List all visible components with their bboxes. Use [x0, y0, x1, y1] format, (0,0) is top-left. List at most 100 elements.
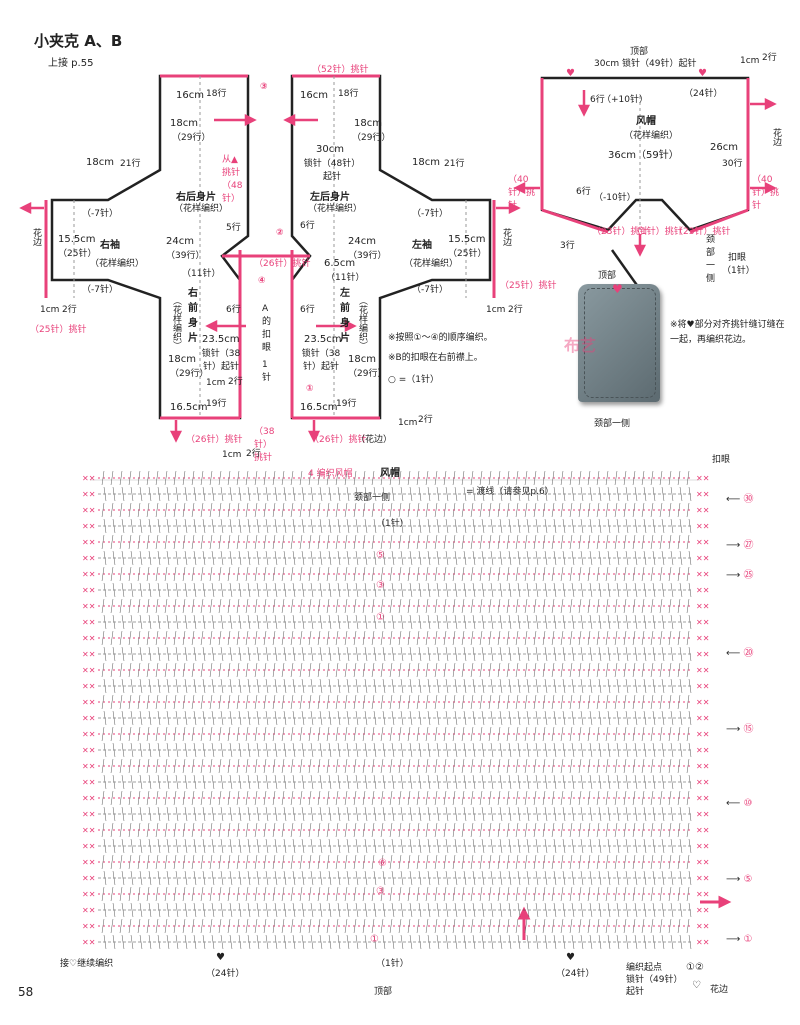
chart-heart-right: ♥: [566, 952, 575, 963]
stitch-tick: [571, 486, 575, 502]
stitch-tick: [562, 614, 566, 630]
stitch-tick: [265, 774, 269, 790]
stitch-tick: [524, 470, 528, 486]
stitch-tick: [281, 918, 285, 934]
stitch-tick: [335, 822, 339, 838]
band-size: 1cm: [222, 450, 242, 460]
stitch-tick: [146, 630, 150, 646]
stitch-tick: [319, 838, 323, 854]
stitch-tick: [472, 902, 476, 918]
stitch-tick: [427, 838, 431, 854]
stitch-tick: [461, 630, 465, 646]
stitch-tick: [508, 518, 512, 534]
stitch-tick: [364, 742, 368, 758]
stitch-tick: [155, 630, 159, 646]
stitch-tick: [634, 582, 638, 598]
hood-bottom-1: （23针）挑针: [592, 227, 649, 237]
neck-rows: 5行: [226, 223, 241, 233]
stitch-tick: [652, 582, 656, 598]
edge-stitch: ✕✕: [82, 826, 95, 835]
hood-height: 26cm: [710, 142, 738, 153]
stitch-tick: [308, 854, 312, 870]
stitch-tick: [542, 534, 546, 550]
stitch-tick: [677, 534, 681, 550]
stitch-tick: [137, 886, 141, 902]
stitch-tick: [517, 870, 521, 886]
stitch-tick: [598, 710, 602, 726]
stitch-tick: [677, 854, 681, 870]
neck-width-rows: 18行: [338, 89, 359, 99]
stitch-tick: [461, 662, 465, 678]
stitch-tick: [389, 726, 393, 742]
stitch-tick: [220, 486, 224, 502]
chart-title: 风帽: [380, 468, 400, 479]
stitch-tick: [265, 486, 269, 502]
stitch-tick: [119, 694, 123, 710]
stitch-tick: [463, 774, 467, 790]
stitch-tick: [301, 582, 305, 598]
stitch-tick: [562, 678, 566, 694]
stitch-tick: [281, 566, 285, 582]
stitch-tick: [173, 758, 177, 774]
stitch-tick: [362, 790, 366, 806]
stitch-tick: [362, 886, 366, 902]
stitch-tick: [427, 582, 431, 598]
edge-stitch: ✕✕: [696, 522, 709, 531]
stitch-tick: [560, 470, 564, 486]
stitch-tick: [677, 662, 681, 678]
stitch-tick: [328, 614, 332, 630]
edge-stitch: ✕✕: [696, 778, 709, 787]
stitch-tick: [596, 598, 600, 614]
stitch-tick: [317, 822, 321, 838]
stitch-tick: [445, 742, 449, 758]
stitch-tick: [319, 486, 323, 502]
stitch-tick: [605, 534, 609, 550]
stitch-tick: [335, 662, 339, 678]
stitch-tick: [598, 486, 602, 502]
stitch-tick: [292, 486, 296, 502]
row-marker-5: ⟶ ⑤: [726, 874, 753, 885]
stitch-tick: [265, 614, 269, 630]
stitch-tick: [328, 774, 332, 790]
stitch-tick: [238, 742, 242, 758]
stitch-tick: [481, 870, 485, 886]
stitch-tick: [238, 518, 242, 534]
stitch-tick: [553, 486, 557, 502]
stitch-tick: [326, 470, 330, 486]
chart-bottom-24a: （24针）: [206, 969, 245, 979]
stitch-tick: [193, 838, 197, 854]
stitch-tick: [470, 502, 474, 518]
stitch-tick: [238, 710, 242, 726]
stitch-tick: [571, 646, 575, 662]
stitch-tick: [616, 614, 620, 630]
stitch-tick: [283, 806, 287, 822]
left-front-title: 左前身片: [340, 288, 350, 344]
hem-pickup-left: （26针）挑针: [310, 435, 367, 445]
stitch-tick: [407, 566, 411, 582]
left-sleeve-edge-size: 1cm: [486, 305, 506, 315]
stitch-tick: [443, 502, 447, 518]
stitch-tick: [254, 534, 258, 550]
stitch-tick: [326, 598, 330, 614]
stitch-tick: [337, 550, 341, 566]
stitch-tick: [220, 934, 224, 950]
stitch-tick: [418, 518, 422, 534]
stitch-tick: [164, 854, 168, 870]
stitch-tick: [193, 774, 197, 790]
stitch-tick: [218, 598, 222, 614]
stitch-tick: [193, 678, 197, 694]
stitch-tick: [389, 566, 393, 582]
buttonhole-sts: 1针: [262, 360, 272, 383]
stitch-tick: [661, 902, 665, 918]
stitch-tick: [175, 902, 179, 918]
stitch-tick: [317, 790, 321, 806]
stitch-tick: [659, 598, 663, 614]
stitch-tick: [535, 678, 539, 694]
stitch-tick: [317, 470, 321, 486]
stitch-tick: [499, 582, 503, 598]
stitch-tick: [418, 934, 422, 950]
stitch-tick: [380, 534, 384, 550]
stitch-tick: [283, 934, 287, 950]
stitch-tick: [299, 662, 303, 678]
stitch-tick: [562, 838, 566, 854]
